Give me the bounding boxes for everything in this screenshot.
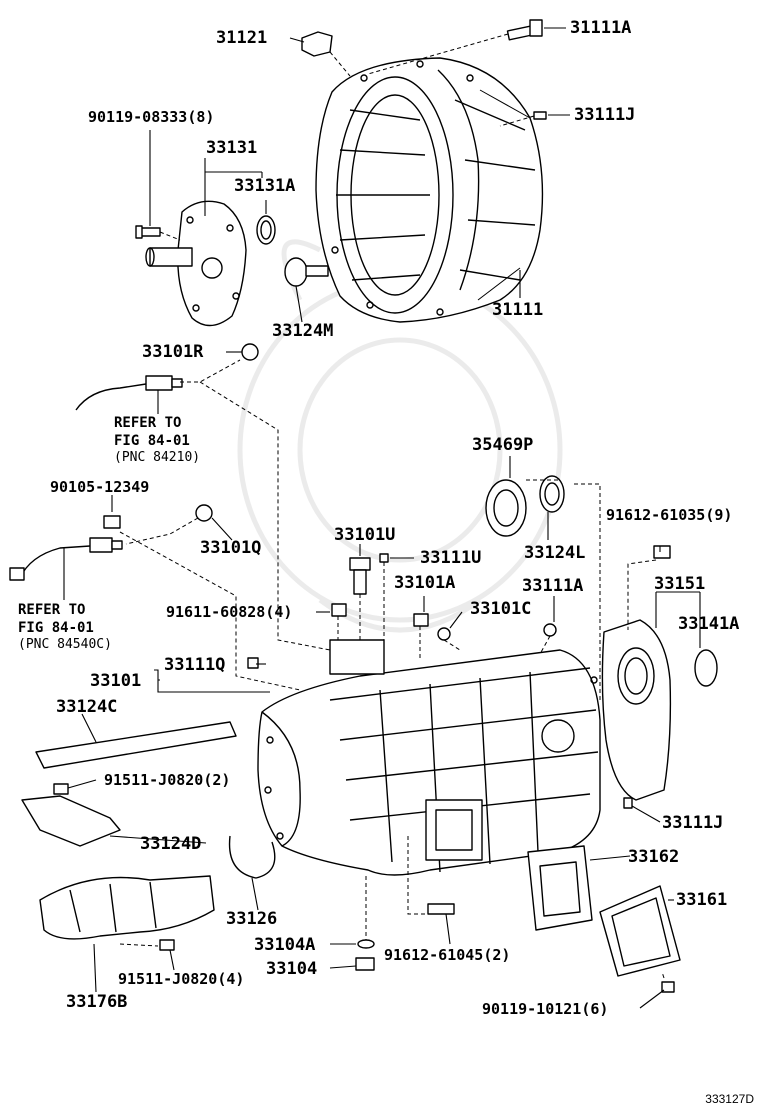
bolt-91611-drawing xyxy=(331,603,347,617)
reference-line-2: FIG 84-01 xyxy=(18,620,94,637)
part-label-91511-J0820-2[interactable]: 91511-J0820(2) xyxy=(104,771,231,789)
seal-33141A-drawing xyxy=(694,649,718,687)
reference-line-1: REFER TO xyxy=(114,415,182,431)
guide-33124M-drawing xyxy=(284,257,329,287)
part-label-33176B[interactable]: 33176B xyxy=(66,992,128,1012)
part-label-33124L[interactable]: 33124L xyxy=(524,543,586,563)
gasket-33104A-drawing xyxy=(357,939,375,949)
part-label-33124D[interactable]: 33124D xyxy=(140,834,202,854)
part-label-33131[interactable]: 33131 xyxy=(206,138,258,158)
part-label-33104A[interactable]: 33104A xyxy=(254,935,316,955)
plug-33101Q-drawing xyxy=(195,504,213,522)
sensor-switch-bottom-drawing xyxy=(9,537,123,581)
part-label-31111[interactable]: 31111 xyxy=(492,300,544,320)
gear-35469P-drawing xyxy=(485,479,527,537)
figure-code: 333127D xyxy=(705,1092,754,1106)
pin-33111A-drawing xyxy=(543,623,557,637)
pin-33111U-drawing xyxy=(379,553,389,563)
gasket-33126-drawing xyxy=(228,835,276,879)
ring-33124L-drawing xyxy=(539,475,565,513)
part-label-90119-08333[interactable]: 90119-08333(8) xyxy=(88,108,215,126)
part-label-33161[interactable]: 33161 xyxy=(676,890,728,910)
part-label-91612-61045[interactable]: 91612-61045(2) xyxy=(384,946,511,964)
undercover-33176B-drawing xyxy=(39,875,215,940)
reference-note-84210: REFER TO FIG 84-01 (PNC 84210) xyxy=(114,414,200,467)
part-label-91611-60828[interactable]: 91611-60828(4) xyxy=(166,603,293,621)
extension-housing-drawing xyxy=(601,619,672,801)
sensor-33101U-drawing xyxy=(349,557,371,595)
part-label-33101U[interactable]: 33101U xyxy=(334,525,396,545)
bolt-90105-drawing xyxy=(103,515,121,529)
part-label-33111Q[interactable]: 33111Q xyxy=(164,655,226,675)
part-label-33111U[interactable]: 33111U xyxy=(420,548,482,568)
part-label-33111J-bottom[interactable]: 33111J xyxy=(662,813,724,833)
part-label-90119-10121[interactable]: 90119-10121(6) xyxy=(482,1000,609,1018)
part-label-90105-12349[interactable]: 90105-12349 xyxy=(50,478,150,496)
seal-33131A-drawing xyxy=(256,215,276,245)
bolt-91511-2-drawing xyxy=(53,783,69,795)
assembly-dashed-lines xyxy=(119,33,665,979)
part-label-33101[interactable]: 33101 xyxy=(90,671,142,691)
part-label-33104[interactable]: 33104 xyxy=(266,959,318,979)
bolt-91612-61035-drawing xyxy=(653,545,671,559)
part-label-33141A[interactable]: 33141A xyxy=(678,614,740,634)
bolt-90119-10121-drawing xyxy=(661,981,675,993)
reference-pnc: (PNC 84540C) xyxy=(18,637,112,653)
pin-33111J-bottom-drawing xyxy=(623,797,633,809)
part-label-91511-J0820-4[interactable]: 91511-J0820(4) xyxy=(118,970,245,988)
part-label-33124C[interactable]: 33124C xyxy=(56,697,118,717)
part-label-35469P[interactable]: 35469P xyxy=(472,435,534,455)
part-label-33101A[interactable]: 33101A xyxy=(394,573,456,593)
bearing-retainer-drawing xyxy=(145,200,247,327)
leader-lines xyxy=(63,27,701,1009)
washer-33101C-drawing xyxy=(437,627,451,641)
transmission-case-drawing xyxy=(257,639,601,876)
part-label-33111A-mid[interactable]: 33111A xyxy=(522,576,584,596)
cover-33161-drawing xyxy=(599,885,681,977)
bolt-91612-61045-drawing xyxy=(427,903,455,915)
cover-33124D-drawing xyxy=(21,795,121,847)
reference-pnc: (PNC 84210) xyxy=(114,450,201,466)
part-label-91612-61035[interactable]: 91612-61035(9) xyxy=(606,506,733,524)
plug-33101R-drawing xyxy=(241,343,259,361)
part-label-33126[interactable]: 33126 xyxy=(226,909,278,929)
reference-note-84540C: REFER TO FIG 84-01 (PNC 84540C) xyxy=(18,601,112,654)
part-label-33151[interactable]: 33151 xyxy=(654,574,706,594)
reference-line-1: REFER TO xyxy=(18,602,86,618)
part-label-33131A[interactable]: 33131A xyxy=(234,176,296,196)
pin-33111Q-drawing xyxy=(247,657,259,669)
reference-line-2: FIG 84-01 xyxy=(114,433,190,450)
part-label-31121[interactable]: 31121 xyxy=(216,28,268,48)
pin-33111J-top-drawing xyxy=(533,111,547,120)
part-label-33162[interactable]: 33162 xyxy=(628,847,680,867)
part-label-33101C[interactable]: 33101C xyxy=(470,599,532,619)
part-label-33111J-top[interactable]: 33111J xyxy=(574,105,636,125)
part-label-31111A[interactable]: 31111A xyxy=(570,18,632,38)
plug-33101A-drawing xyxy=(413,613,429,627)
bolt-91511-4-drawing xyxy=(159,939,175,951)
bolt-31111A-drawing xyxy=(506,19,543,41)
part-label-33101Q[interactable]: 33101Q xyxy=(200,538,262,558)
clip-31121-drawing xyxy=(301,31,333,57)
bolt-90119-drawing xyxy=(135,225,161,239)
plug-33104-drawing xyxy=(355,957,375,971)
sensor-switch-top-drawing xyxy=(75,375,183,411)
gasket-33162-drawing xyxy=(527,845,593,931)
part-label-33101R[interactable]: 33101R xyxy=(142,342,204,362)
bell-housing-drawing xyxy=(315,57,544,323)
part-label-33124M[interactable]: 33124M xyxy=(272,321,334,341)
plate-33124C-drawing xyxy=(35,721,237,769)
